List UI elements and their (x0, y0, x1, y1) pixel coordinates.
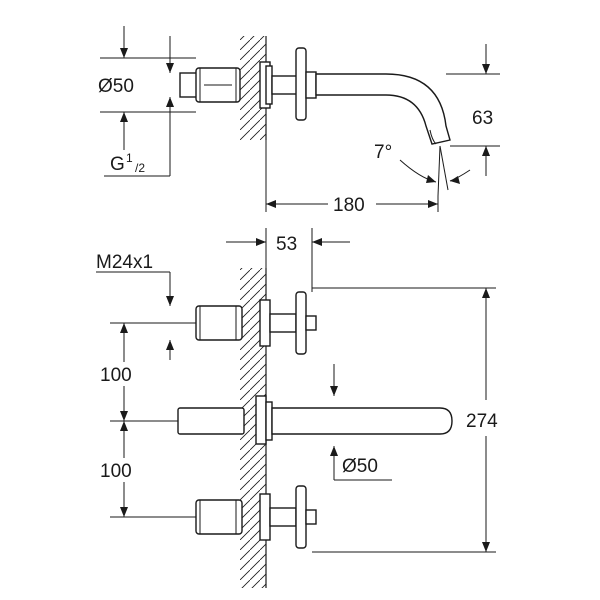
side-length-label: 180 (333, 195, 365, 216)
angle-dim-side (399, 145, 471, 197)
spout-side (315, 73, 451, 145)
svg-text:/2: /2 (135, 161, 145, 175)
side-diameter-label: Ø50 (98, 76, 134, 97)
side-height-label: 63 (472, 108, 493, 129)
offset-dim-front (226, 228, 350, 292)
spacing-dim-front (110, 322, 196, 518)
front-total-height-label: 274 (466, 411, 498, 432)
side-angle-label: 7° (374, 142, 392, 163)
side-view: Ø50 G 1 /2 63 (98, 26, 500, 216)
valve-body-side (179, 67, 241, 103)
lower-valve-front (195, 485, 317, 549)
diameter-dim-front (330, 364, 392, 481)
cross-handle-side (271, 47, 317, 121)
svg-text:G: G (110, 154, 125, 175)
front-offset-label: 53 (276, 234, 297, 255)
front-spacing-upper-label: 100 (100, 365, 132, 386)
svg-text:1: 1 (126, 151, 133, 165)
diameter-dim-side (100, 26, 196, 150)
side-thread-label: G 1 /2 (110, 151, 145, 175)
front-diameter-label: Ø50 (342, 456, 378, 477)
total-height-dim-front (312, 287, 496, 553)
height-dim-side (446, 44, 500, 176)
front-thread-label: M24x1 (96, 252, 153, 273)
front-spacing-lower-label: 100 (100, 461, 132, 482)
front-view: 53 M24x1 100 100 (96, 228, 498, 588)
escutcheon-side (259, 61, 273, 109)
spout-front (177, 395, 453, 445)
upper-valve-front (195, 291, 317, 355)
thread-dim-side (104, 36, 174, 177)
thread-dim-front (96, 271, 174, 360)
